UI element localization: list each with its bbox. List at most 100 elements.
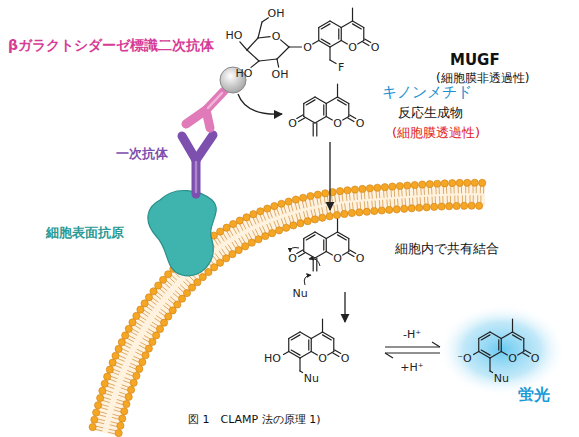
lipid-tail [101, 408, 108, 410]
bond [363, 28, 364, 41]
lipid-tail [255, 229, 258, 236]
lipid-head [396, 182, 403, 189]
antibody-arm [196, 135, 213, 160]
lipid-tail [356, 192, 358, 199]
lipid-tail [152, 298, 158, 302]
lipid-head [348, 209, 355, 216]
atom-label-holder: ⁻O [457, 353, 471, 364]
atom-label: O [303, 41, 312, 54]
lipid-tail [424, 187, 425, 194]
text-label-holder: (細胞膜透過性) [392, 126, 480, 140]
lipid-tail [446, 186, 447, 193]
antibody-arm [206, 110, 210, 128]
atom-label: OH [272, 68, 289, 81]
lipid-tail [296, 214, 298, 221]
lipid-tail [270, 211, 273, 218]
text-label: (細胞膜非透過性) [436, 71, 529, 85]
carbonyl-bond [350, 250, 356, 253]
lipid-tail [302, 201, 304, 208]
carbonyl-bond [350, 115, 356, 118]
lipid-tail [142, 313, 148, 317]
lipid-head [123, 400, 130, 407]
atom-label-holder: Nu [304, 372, 319, 383]
antibody-stem [192, 160, 201, 194]
lipid-head [174, 301, 181, 308]
lipid-tail [394, 199, 396, 206]
lipid-tail [241, 236, 245, 243]
lipid-tail [227, 231, 231, 238]
lipid-tail [353, 193, 355, 200]
lipid-head [431, 203, 438, 210]
lipid-tail [431, 187, 432, 194]
lipid-head [363, 208, 370, 215]
lipid-tail [341, 204, 342, 211]
bond [523, 339, 524, 352]
lipid-tail [138, 319, 144, 323]
double-bond [291, 335, 300, 340]
lipid-tail [96, 426, 103, 428]
lipid-tail [405, 198, 407, 205]
atom-label-holder: O [333, 253, 342, 264]
lipid-head [106, 366, 113, 373]
electron-arrow [290, 248, 299, 253]
lipid-head [141, 300, 148, 307]
atom-label: Nu [494, 371, 509, 384]
lipid-tail [483, 186, 484, 193]
lipid-tail [447, 196, 448, 203]
lipid-tail [405, 189, 407, 196]
atom-label-holder: O [288, 118, 297, 129]
lipid-head [262, 233, 269, 240]
lipid-tail [223, 233, 227, 239]
atom-label-holder: OH [272, 69, 289, 80]
lipid-tail [140, 342, 147, 345]
figure-caption-holder: 図 1 CLAMP 法の原理 1) [188, 414, 321, 426]
lipid-tail [170, 297, 176, 302]
lipid-tail [260, 227, 263, 234]
lipid-head [112, 352, 119, 359]
lipid-tail [379, 200, 381, 207]
atom-label-holder: F [338, 61, 344, 72]
lipid-head [217, 228, 224, 235]
lipid-tail [438, 187, 439, 194]
primary-antibody [182, 135, 213, 194]
lipid-tail [382, 200, 384, 207]
reaction-arrow [329, 142, 330, 210]
double-bond [338, 29, 339, 39]
bond [326, 239, 327, 252]
lipid-tail [113, 414, 120, 416]
lipid-tail [125, 342, 132, 345]
atom-label: O [356, 117, 365, 130]
lipid-tail [162, 286, 168, 291]
text-label-holder: 蛍光 [518, 386, 550, 404]
lipid-head [145, 294, 152, 301]
bond [318, 28, 319, 41]
atom-label-holder: HO [264, 353, 281, 364]
lipid-tail [164, 283, 170, 288]
lipid-head [344, 187, 351, 194]
lipid-head [142, 352, 149, 359]
lipid-head [371, 207, 378, 214]
bond [288, 339, 289, 352]
double-bond [321, 24, 330, 29]
lipid-tail [225, 246, 229, 252]
text-label-holder: MUGF [450, 52, 500, 69]
bond [247, 50, 259, 61]
double-bond [306, 235, 315, 240]
lipid-tail [432, 196, 433, 203]
lipid-tail [457, 195, 458, 202]
lipid-head [248, 239, 255, 246]
lipid-head [307, 193, 314, 200]
lipid-tail [118, 358, 125, 361]
bond [289, 46, 301, 47]
lipid-tail [413, 188, 414, 195]
lipid-tail [111, 422, 118, 424]
double-bond [297, 115, 303, 118]
lipid-head [471, 179, 478, 186]
lipid-tail [376, 191, 378, 198]
lipid-tail [148, 329, 154, 333]
lipid-tail [110, 425, 117, 427]
lipid-tail [465, 186, 466, 193]
double-bond [306, 100, 315, 105]
lipid-head [386, 206, 393, 213]
lipid-head [117, 422, 124, 429]
